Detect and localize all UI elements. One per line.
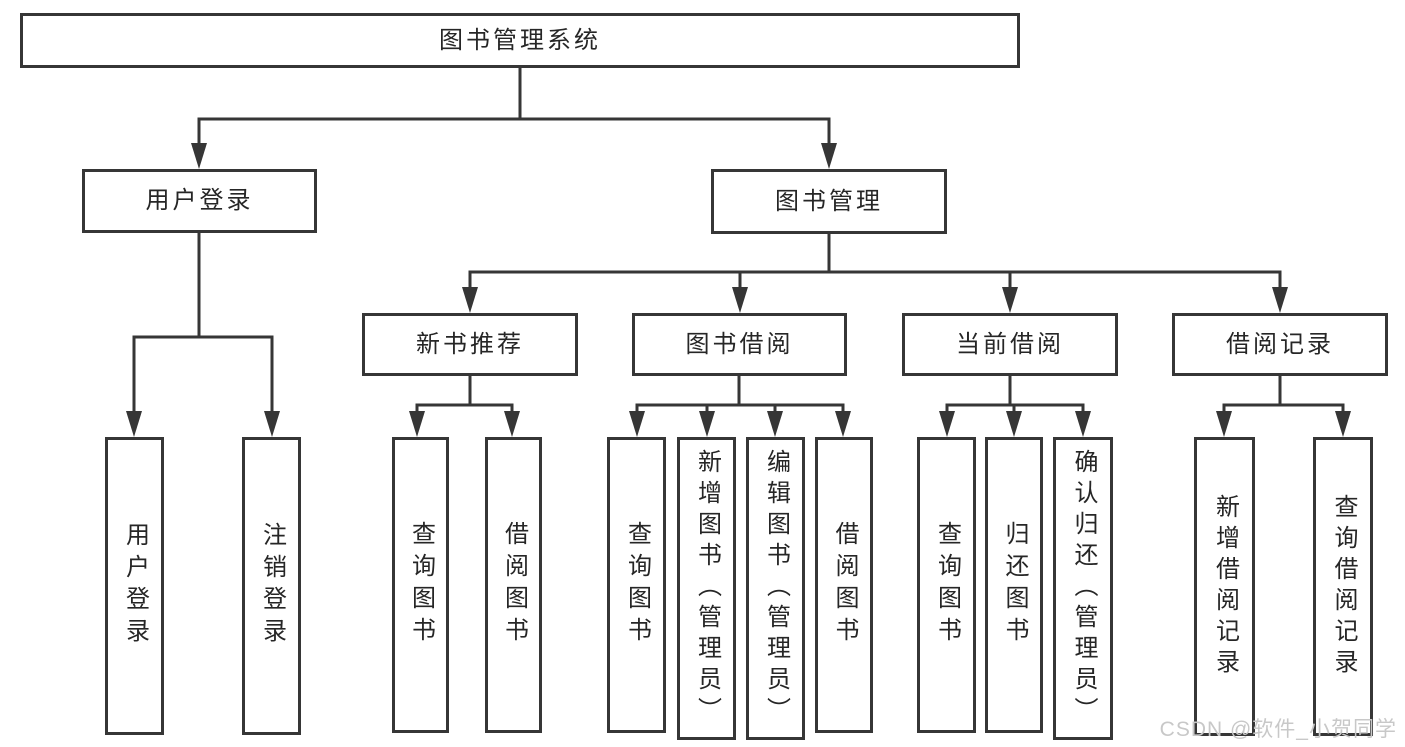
node-current-borrow: 当前借阅	[902, 313, 1118, 376]
node-book-management: 图书管理	[711, 169, 947, 234]
leaf-query-books-current: 查询图书	[917, 437, 976, 733]
leaf-add-borrow-record: 新增借阅记录	[1194, 437, 1255, 736]
leaf-user-login: 用户登录	[105, 437, 164, 735]
leaf-query-books-borrow: 查询图书	[607, 437, 666, 733]
leaf-query-borrow-record: 查询借阅记录	[1313, 437, 1373, 736]
leaf-confirm-return-admin: 确认归还（管理员）	[1053, 437, 1113, 740]
node-borrow-records: 借阅记录	[1172, 313, 1388, 376]
leaf-add-books-admin: 新增图书（管理员）	[677, 437, 736, 740]
leaf-query-books-recommend: 查询图书	[392, 437, 449, 733]
csdn-watermark: CSDN @软件_小贺同学	[1159, 718, 1397, 741]
node-library-system: 图书管理系统	[20, 13, 1020, 68]
leaf-return-books: 归还图书	[985, 437, 1043, 733]
leaf-edit-books-admin: 编辑图书（管理员）	[746, 437, 805, 740]
leaf-borrow-books-recommend: 借阅图书	[485, 437, 542, 733]
leaf-borrow-books: 借阅图书	[815, 437, 873, 733]
node-new-book-recommend: 新书推荐	[362, 313, 578, 376]
node-book-borrow: 图书借阅	[632, 313, 847, 376]
node-user-login: 用户登录	[82, 169, 317, 233]
arrowheads	[126, 143, 1351, 437]
leaf-logout: 注销登录	[242, 437, 301, 735]
